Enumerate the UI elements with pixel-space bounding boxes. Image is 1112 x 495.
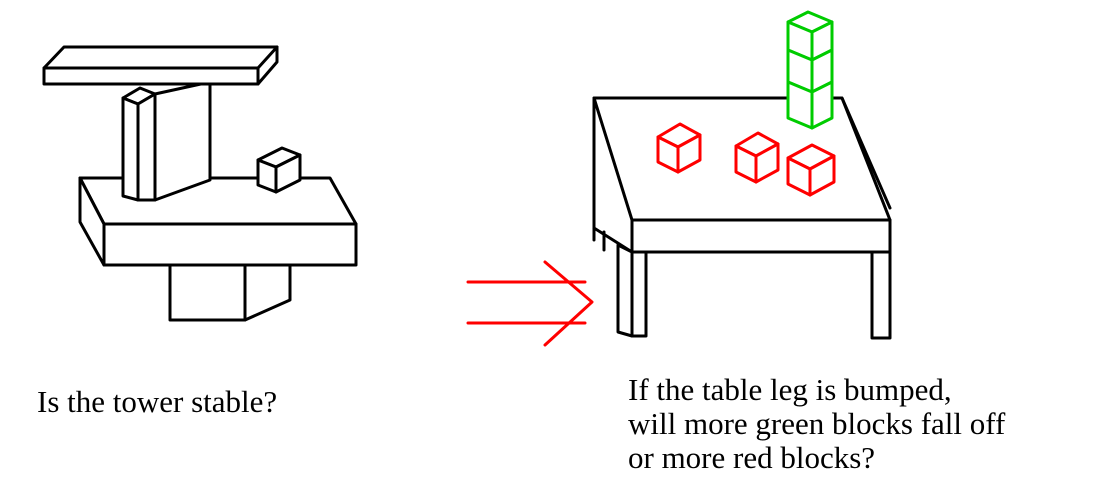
- red-block: [734, 131, 780, 184]
- red-blocks: [656, 122, 836, 197]
- caption-line: If the table leg is bumped,: [628, 372, 952, 407]
- green-blocks: [786, 10, 834, 130]
- tower-drawing: [42, 45, 358, 322]
- table-drawing: [592, 96, 892, 340]
- caption-line: will more green blocks fall off: [628, 406, 1006, 441]
- red-block: [786, 143, 836, 197]
- tower-middle-slab: [78, 176, 358, 267]
- red-block: [656, 122, 702, 174]
- green-block: [786, 10, 834, 62]
- green-block: [786, 80, 834, 130]
- table-leg-front-left: [616, 243, 648, 338]
- bump-arrow-icon: [466, 260, 594, 347]
- caption-line: or more red blocks?: [628, 440, 876, 475]
- table-leg-back-left: [592, 226, 606, 252]
- tower-vertical-slab: [121, 80, 212, 202]
- tower-question-caption: Is the tower stable?: [37, 384, 278, 419]
- tower-top-slab: [42, 45, 279, 86]
- green-block: [786, 48, 834, 94]
- table-question-caption: If the table leg is bumped, will more gr…: [628, 373, 1005, 475]
- table-leg-front-right: [870, 250, 892, 340]
- tower-small-cube: [256, 146, 302, 194]
